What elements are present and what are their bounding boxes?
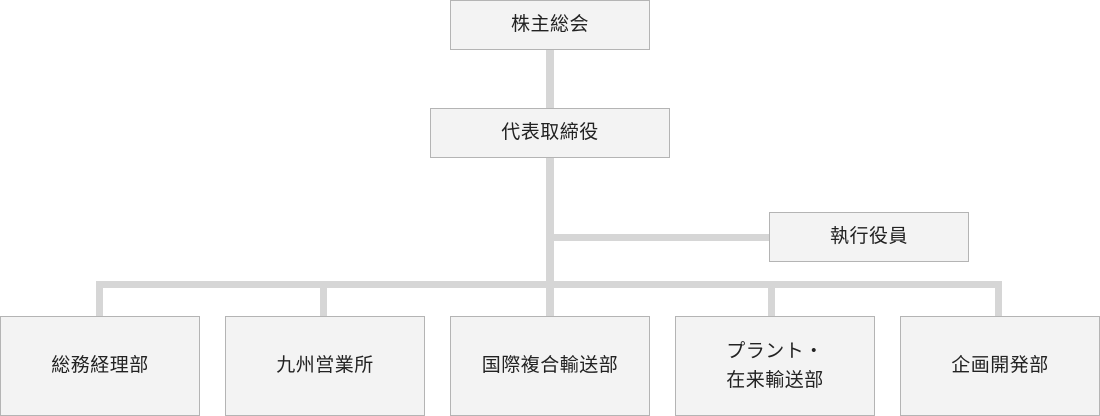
department-box-intermodal-transport: 国際複合輸送部 <box>450 316 650 416</box>
connector-dept-5 <box>995 288 1002 317</box>
department-box-general-affairs: 総務経理部 <box>0 316 200 416</box>
connector-dept-4 <box>768 288 775 317</box>
department-label: 国際複合輸送部 <box>481 354 619 377</box>
connector-ceo-trunk <box>546 157 554 317</box>
connector-department-bus <box>96 281 1002 288</box>
department-label: プラント・ 在来輸送部 <box>726 339 824 391</box>
connector-dept-2 <box>320 288 327 317</box>
connector-dept-1 <box>96 288 103 317</box>
department-box-plant-conventional-transport: プラント・ 在来輸送部 <box>675 316 875 416</box>
ceo-label: 代表取締役 <box>501 121 599 144</box>
executive-officers-label: 執行役員 <box>829 225 908 248</box>
connector-executive-branch <box>554 234 770 241</box>
department-label: 九州営業所 <box>276 354 374 377</box>
department-box-kyushu-office: 九州営業所 <box>225 316 425 416</box>
department-label: 総務経理部 <box>51 354 149 377</box>
executive-officers-box: 執行役員 <box>769 212 969 262</box>
department-label: 企画開発部 <box>951 354 1049 377</box>
ceo-box: 代表取締役 <box>430 108 670 158</box>
department-box-planning-development: 企画開発部 <box>900 316 1100 416</box>
shareholders-meeting-label: 株主総会 <box>510 13 589 36</box>
connector-shareholders-ceo <box>546 49 554 109</box>
shareholders-meeting-box: 株主総会 <box>450 0 650 50</box>
